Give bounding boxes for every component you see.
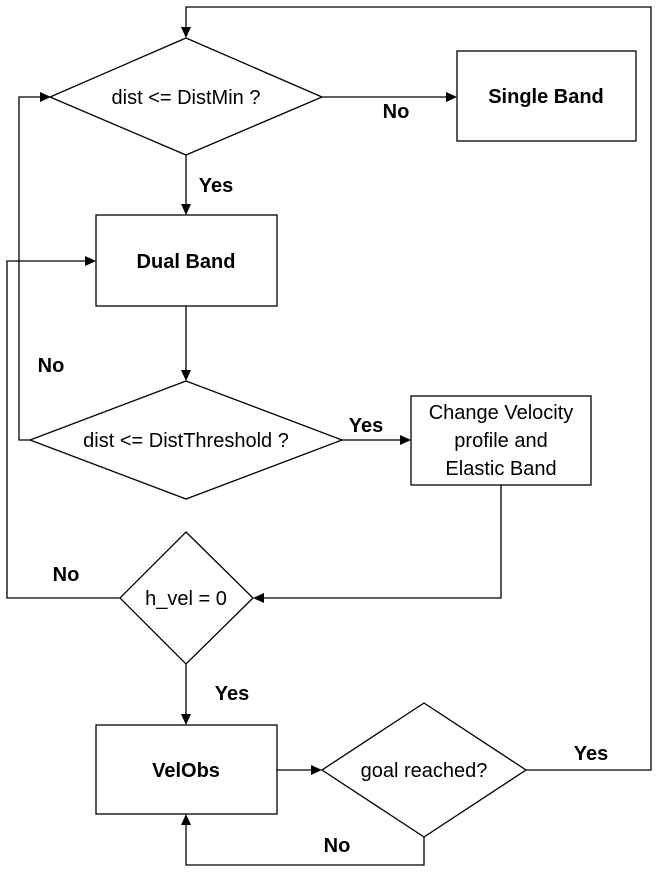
edge-label-threshold-no: No <box>38 355 65 377</box>
decision-goal-reached <box>320 702 528 838</box>
arrowhead <box>181 370 191 381</box>
decision-dist-threshold <box>28 380 344 500</box>
edge-changevelocity-to-hvel <box>264 485 502 599</box>
edge-label-distmin-yes: Yes <box>199 175 233 197</box>
process-velobs <box>95 724 278 815</box>
edge-label-hvel-no: No <box>53 564 80 586</box>
edge-label-goal-no: No <box>324 835 351 857</box>
edge-label-threshold-yes: Yes <box>349 415 383 437</box>
process-single-band-label: Single Band <box>488 86 604 108</box>
process-change-velocity-line-3: Elastic Band <box>445 458 556 480</box>
arrowhead <box>446 92 457 102</box>
arrowhead <box>311 765 322 775</box>
arrowhead <box>181 714 191 725</box>
edge-label-hvel-yes: Yes <box>215 683 249 705</box>
process-change-velocity-line-2: profile and <box>454 430 547 452</box>
decision-h-vel-label: h_vel = 0 <box>145 588 227 610</box>
process-change-velocity <box>410 395 592 486</box>
arrowhead <box>253 593 264 603</box>
decision-dist-min <box>48 37 324 156</box>
edge-threshold-no-loop <box>18 96 40 441</box>
arrowhead <box>85 256 96 266</box>
process-velobs-label: VelObs <box>152 760 220 782</box>
edge-label-goal-yes: Yes <box>574 743 608 765</box>
decision-dist-threshold-label: dist <= DistThreshold ? <box>83 430 289 452</box>
decision-h-vel <box>119 531 254 665</box>
edge-goal-yes-loop <box>185 6 652 771</box>
edge-label-distmin-no: No <box>383 101 410 123</box>
process-single-band <box>456 50 637 142</box>
arrowhead <box>181 204 191 215</box>
decision-dist-min-label: dist <= DistMin ? <box>112 87 261 109</box>
process-change-velocity-line-1: Change Velocity <box>429 402 574 424</box>
process-dual-band-label: Dual Band <box>137 251 236 273</box>
arrowhead <box>181 27 191 38</box>
edge-hvel-no-loop <box>6 260 120 599</box>
arrowhead <box>40 92 51 102</box>
arrowhead <box>181 814 191 825</box>
edge-goal-no-loop <box>185 825 425 866</box>
arrowhead <box>400 435 411 445</box>
process-dual-band <box>95 214 278 307</box>
decision-goal-reached-label: goal reached? <box>361 760 488 782</box>
